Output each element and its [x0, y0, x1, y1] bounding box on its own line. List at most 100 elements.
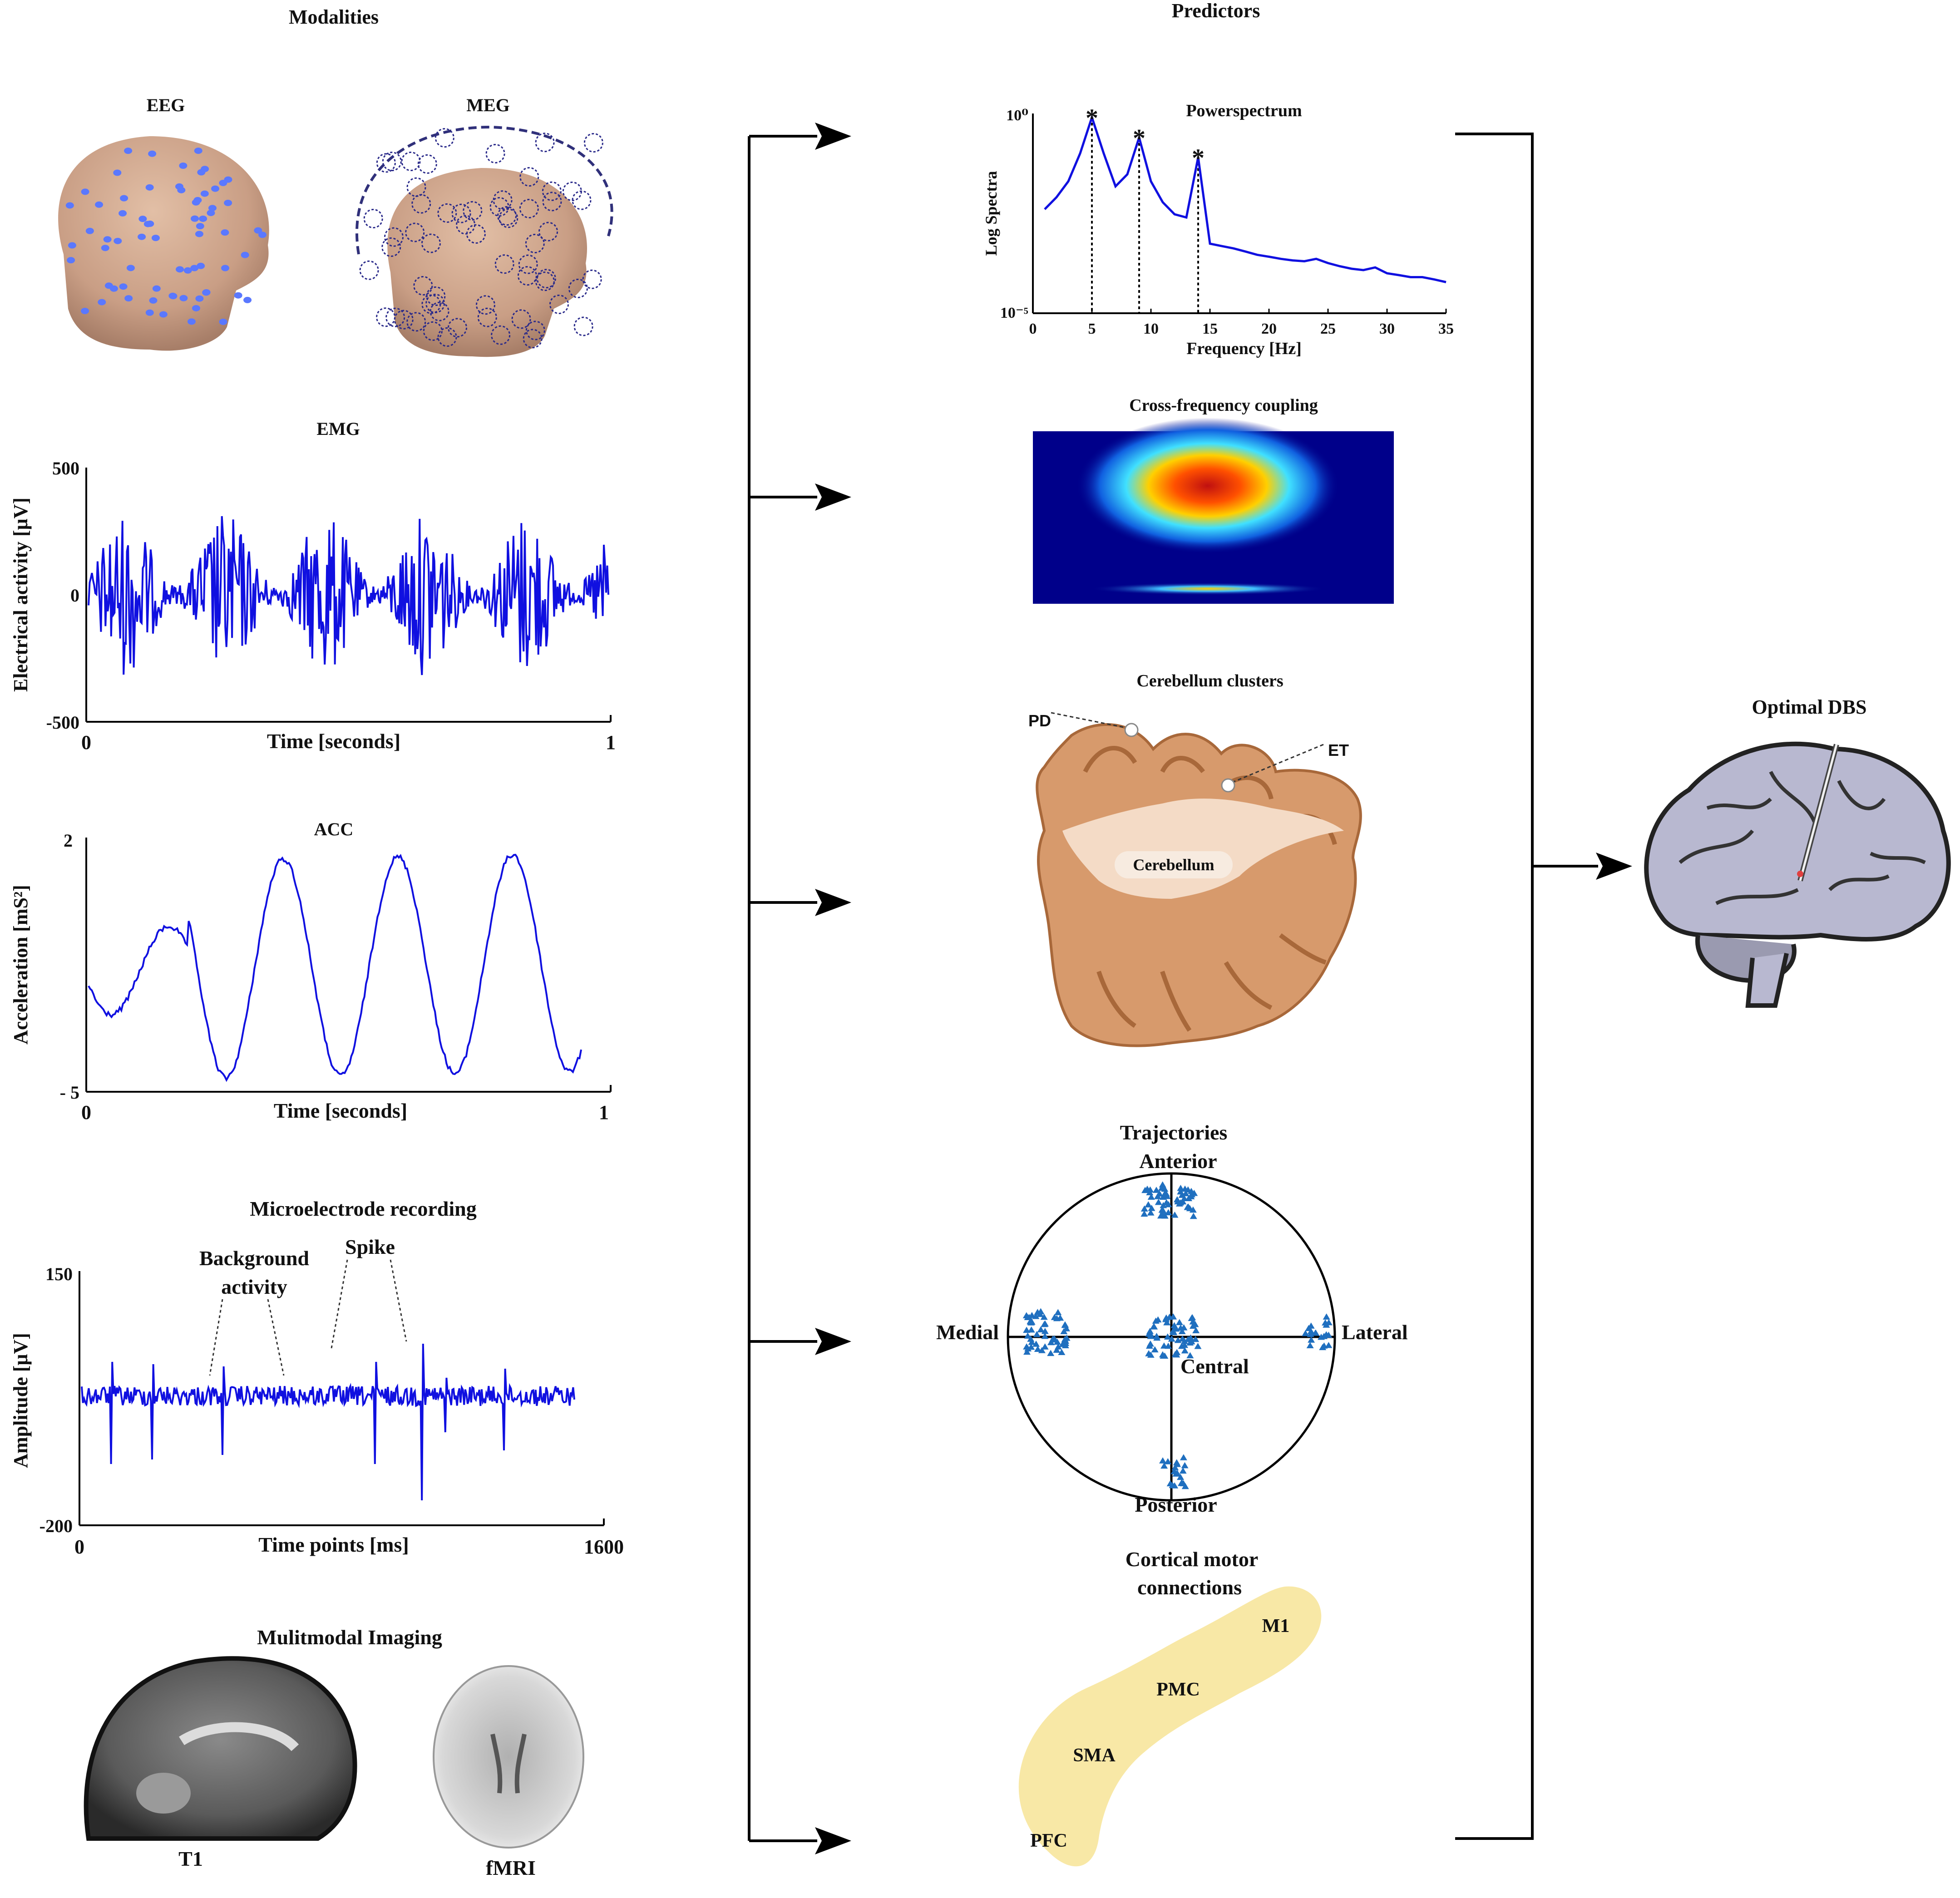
trajectory-point-anterior — [1147, 1193, 1155, 1200]
mer-xtick-0: 0 — [74, 1536, 84, 1558]
ps-xtick-label: 35 — [1438, 320, 1454, 337]
trajectory-point-anterior — [1147, 1209, 1155, 1216]
trajectory-point-anterior — [1158, 1206, 1166, 1213]
eeg-electrodes — [65, 148, 267, 325]
meg-sensor — [359, 260, 379, 280]
meg-sensor — [538, 222, 558, 242]
eeg-electrode — [207, 210, 215, 217]
eeg-electrode — [197, 169, 206, 176]
trajectory-point-anterior — [1163, 1193, 1171, 1199]
trajectories-central: Central — [1180, 1355, 1249, 1378]
eeg-electrode — [219, 318, 227, 325]
eeg-electrode — [221, 265, 230, 271]
trajectory-point-anterior — [1165, 1201, 1172, 1208]
eeg-electrode — [126, 265, 135, 271]
trajectory-point-posterior — [1177, 1474, 1185, 1480]
eeg-electrode — [118, 210, 127, 217]
ps-peak-marker: * — [1086, 104, 1098, 133]
eeg-electrode — [85, 227, 94, 234]
trajectory-point-anterior — [1186, 1205, 1194, 1212]
meg-sensor — [519, 199, 539, 219]
mer-panel: Microelectrode recording Background acti… — [10, 1197, 624, 1558]
trajectory-point-anterior — [1155, 1198, 1162, 1205]
meg-sensor — [406, 177, 426, 197]
arrowhead-output — [1596, 853, 1632, 880]
meg-sensor — [385, 307, 405, 327]
cortical-m1: M1 — [1262, 1616, 1290, 1637]
optimal-dbs-panel — [1644, 741, 1951, 1008]
emg-signal-trace — [88, 516, 609, 675]
ps-peak-lines — [1091, 117, 1199, 313]
arrowhead-cerebellum — [815, 889, 851, 916]
eeg-electrode — [65, 202, 74, 209]
ps-xtick-label: 30 — [1379, 320, 1395, 337]
meg-sensor — [405, 222, 425, 242]
ps-ytick-bottom: 10⁻⁵ — [1000, 305, 1028, 321]
meg-sensor — [562, 182, 582, 202]
ps-xtick-label: 5 — [1088, 320, 1096, 337]
predictor-arrowheads — [815, 123, 1632, 1854]
eeg-electrode — [254, 227, 262, 234]
meg-sensor — [582, 269, 602, 289]
trajectory-point-anterior — [1146, 1189, 1154, 1196]
eeg-electrode — [124, 295, 133, 302]
trajectory-point-anterior — [1154, 1193, 1161, 1199]
trajectory-point-medial — [1024, 1332, 1032, 1339]
cerebellum-et-label: ET — [1328, 741, 1349, 759]
emg-ytick-500: 500 — [52, 458, 79, 478]
cerebellum-center-label-bg — [1115, 851, 1233, 878]
meg-sensor — [519, 167, 539, 187]
meg-sensor — [573, 316, 593, 336]
t1-cerebellum — [136, 1773, 191, 1814]
trajectory-point-central — [1188, 1315, 1195, 1321]
meg-sensor — [437, 203, 457, 223]
acc-panel: ACC 2 - 5 0 1 Time [seconds] Acceleratio… — [10, 819, 612, 1124]
eeg-electrode — [197, 262, 205, 269]
eeg-electrode — [195, 295, 204, 302]
trajectory-point-medial — [1036, 1311, 1044, 1317]
trajectory-point-anterior — [1152, 1187, 1160, 1193]
meg-sensor — [568, 278, 588, 298]
cerebellum-panel: Cerebellum clusters Cerebellum PD ET — [1028, 671, 1362, 1047]
meg-sensor — [456, 215, 476, 235]
eeg-electrode — [190, 265, 199, 271]
trajectory-point-anterior — [1165, 1209, 1172, 1216]
trajectory-clusters — [1022, 1181, 1333, 1489]
meg-sensor — [413, 276, 433, 296]
emg-xlabel: Time [seconds] — [267, 730, 400, 753]
trajectory-point-anterior — [1157, 1212, 1165, 1219]
trajectory-point-medial — [1040, 1313, 1048, 1320]
mer-annot-line-2 — [267, 1299, 285, 1376]
eeg-electrode — [95, 201, 104, 208]
eeg-electrode — [187, 318, 196, 325]
eeg-electrode — [183, 267, 192, 274]
ps-spectrum-line — [1044, 113, 1447, 283]
trajectory-point-lateral — [1318, 1333, 1325, 1340]
meg-sensor — [542, 181, 562, 201]
eeg-electrode — [193, 197, 202, 203]
trajectory-point-medial — [1047, 1350, 1055, 1356]
meg-sensor — [430, 301, 449, 321]
meg-sensor — [426, 286, 446, 306]
meg-sensor — [525, 234, 545, 254]
trajectory-point-central — [1174, 1336, 1182, 1343]
meg-sensor — [583, 133, 603, 153]
trajectory-point-medial — [1027, 1326, 1035, 1333]
dbs-brain-gyri — [1679, 771, 1926, 905]
ps-ytick-top: 10⁰ — [1006, 107, 1028, 124]
cerebellum-pd-cluster-marker — [1124, 723, 1139, 737]
trajectory-point-central — [1173, 1349, 1181, 1356]
eeg-electrode — [103, 236, 112, 243]
cfc-title: Cross-frequency coupling — [1129, 396, 1318, 415]
meg-sensor — [423, 321, 443, 341]
mer-ytick-neg200: -200 — [39, 1516, 73, 1536]
eeg-panel: EEG — [58, 95, 269, 351]
ps-xtick-label: 25 — [1320, 320, 1336, 337]
trajectory-point-medial — [1034, 1346, 1042, 1352]
dbs-electrode-tip — [1797, 871, 1803, 877]
meg-sensor — [434, 128, 454, 148]
eeg-electrode — [98, 299, 106, 306]
trajectory-point-anterior — [1182, 1190, 1190, 1197]
dbs-brain — [1644, 741, 1951, 942]
trajectory-point-central — [1175, 1319, 1183, 1326]
